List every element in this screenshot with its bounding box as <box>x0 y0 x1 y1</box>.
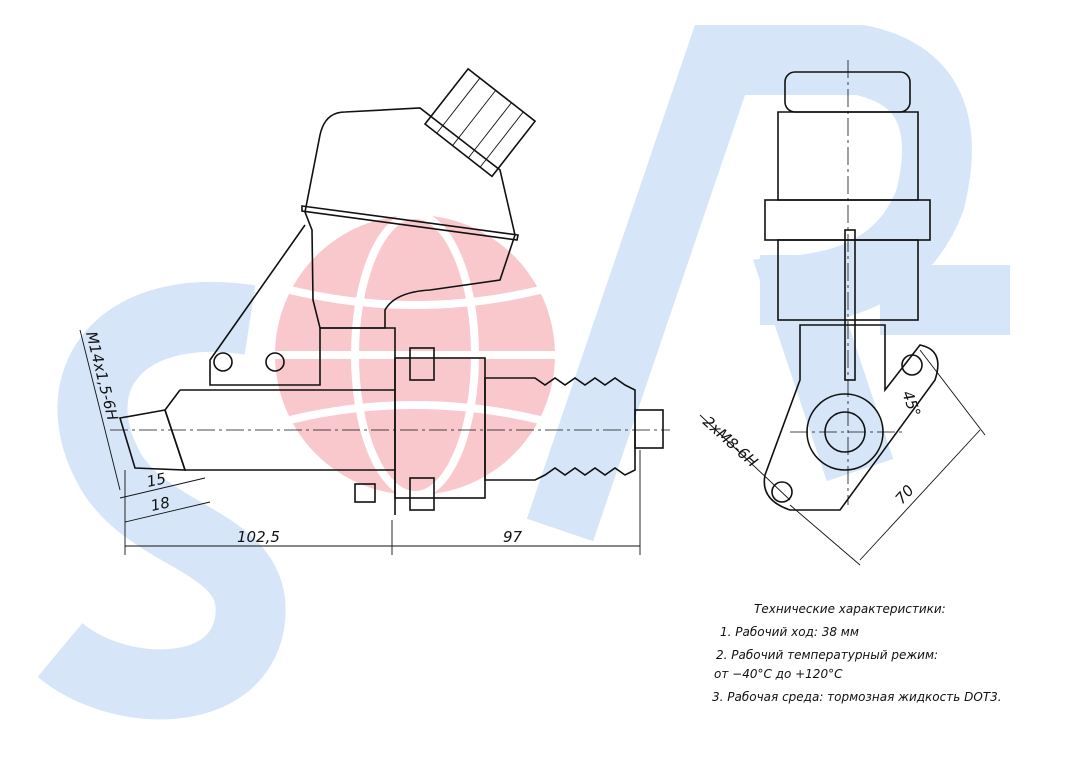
angle-label: 45° <box>898 388 924 419</box>
note-fluid: 3. Рабочая среда: тормозная жидкость DOT… <box>712 690 1002 704</box>
length-left-label: 102,5 <box>237 528 280 546</box>
mount-thread-label: 2xM8-6H <box>699 413 761 471</box>
length-right-label: 97 <box>503 528 523 546</box>
watermark-logo <box>37 24 1010 720</box>
note-temperature: 2. Рабочий температурный режим: <box>716 648 939 662</box>
mount-spacing-label: 70 <box>892 481 918 507</box>
notes-title: Технические характеристики: <box>754 602 946 616</box>
technical-notes: Технические характеристики: 1. Рабочий х… <box>712 600 1002 707</box>
front-view <box>699 60 986 566</box>
note-stroke: 1. Рабочий ход: 38 мм <box>720 625 859 639</box>
depth-18-label: 18 <box>149 493 171 515</box>
note-temperature-range: от −40°С до +120°С <box>714 667 843 681</box>
depth-15-label: 15 <box>145 469 167 491</box>
side-view <box>79 67 670 555</box>
